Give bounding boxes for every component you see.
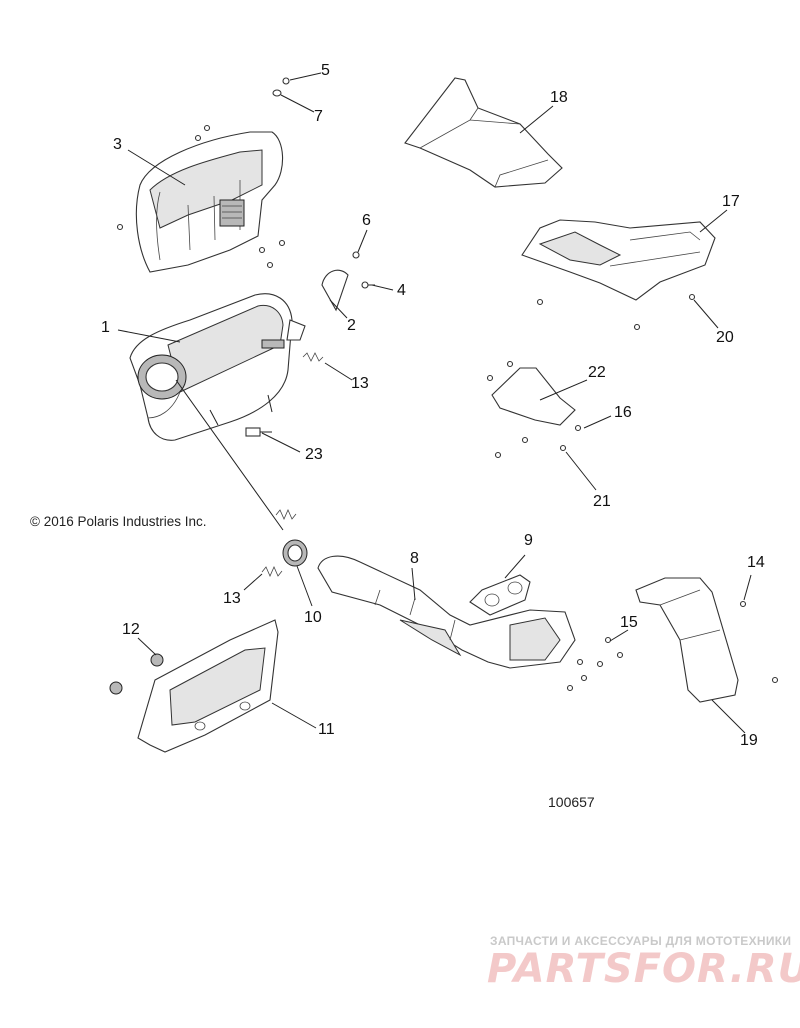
part-13-spring-lower bbox=[261, 509, 297, 577]
callout-23: 23 bbox=[305, 446, 323, 463]
callout-5: 5 bbox=[321, 62, 330, 79]
part-17-heat-shield bbox=[521, 219, 716, 301]
callout-10: 10 bbox=[304, 609, 322, 626]
callout-17: 17 bbox=[722, 193, 740, 210]
part-18-bracket bbox=[404, 77, 563, 188]
part-19-side-shield bbox=[635, 577, 739, 703]
part-7-washer bbox=[272, 89, 282, 97]
part-6-bolt bbox=[352, 251, 360, 259]
callout-6: 6 bbox=[362, 212, 371, 229]
callout-19: 19 bbox=[740, 732, 758, 749]
part-22-bracket bbox=[491, 367, 576, 426]
part-1-muffler bbox=[129, 293, 306, 441]
callout-4: 4 bbox=[397, 282, 406, 299]
callout-11: 11 bbox=[318, 721, 335, 738]
callout-21: 21 bbox=[593, 493, 611, 510]
part-2-end-cap bbox=[321, 269, 349, 312]
part-3-upper-heat-shield bbox=[135, 131, 284, 273]
part-5-bolt bbox=[282, 77, 290, 85]
callout-22: 22 bbox=[588, 364, 606, 381]
part-23-sensor bbox=[245, 427, 272, 437]
part-4-bolt bbox=[361, 281, 375, 289]
leader-lines bbox=[117, 72, 752, 734]
watermark-tagline: ЗАПЧАСТИ И АКСЕССУАРЫ ДЛЯ МОТОТЕХНИКИ bbox=[490, 934, 792, 948]
callout-12: 12 bbox=[122, 621, 140, 638]
part-13-spring-upper bbox=[302, 352, 324, 362]
fasteners bbox=[116, 124, 779, 692]
callout-13-upper: 13 bbox=[351, 375, 369, 392]
callout-14: 14 bbox=[747, 554, 765, 571]
figure-number: 100657 bbox=[548, 794, 595, 810]
part-10-gasket bbox=[282, 539, 308, 567]
part-11-lower-heat-shield bbox=[137, 619, 279, 753]
part-9-gasket bbox=[469, 574, 531, 616]
part-12-nut bbox=[109, 653, 164, 695]
callout-9: 9 bbox=[524, 532, 533, 549]
callout-2: 2 bbox=[347, 317, 356, 334]
copyright-notice: © 2016 Polaris Industries Inc. bbox=[30, 514, 207, 529]
callout-15: 15 bbox=[620, 614, 638, 631]
callout-13-lower: 13 bbox=[223, 590, 241, 607]
watermark-logo: PARTSFOR.RU bbox=[487, 946, 800, 992]
callout-16: 16 bbox=[614, 404, 632, 421]
callout-18: 18 bbox=[550, 89, 568, 106]
callout-20: 20 bbox=[716, 329, 734, 346]
part-8-head-pipe bbox=[317, 555, 576, 669]
callout-7: 7 bbox=[314, 108, 323, 125]
callout-1: 1 bbox=[101, 319, 110, 336]
callout-8: 8 bbox=[410, 550, 419, 567]
callout-3: 3 bbox=[113, 136, 122, 153]
